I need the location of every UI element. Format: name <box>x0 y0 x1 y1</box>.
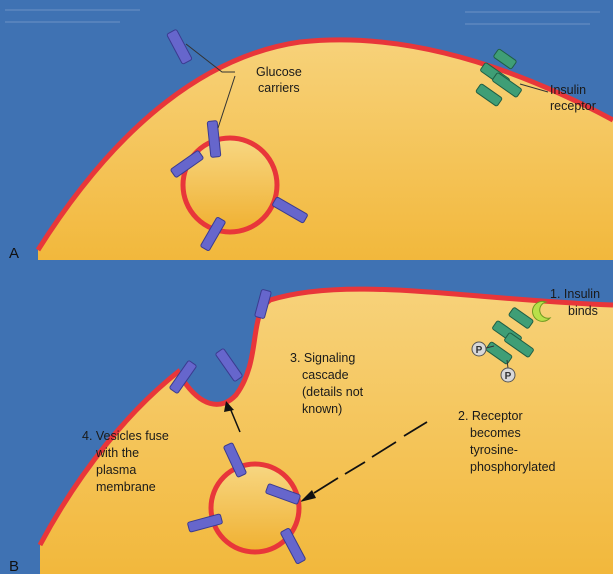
insulin-receptor <box>475 48 522 107</box>
glucose-carrier <box>166 29 193 65</box>
glucose-carrier <box>254 289 272 319</box>
phosphate-label: P <box>476 345 483 356</box>
phosphate-icon <box>500 367 516 383</box>
panel-b-label: B <box>9 558 19 574</box>
leader-line <box>217 75 236 129</box>
signaling-arrowhead <box>300 490 316 502</box>
cell-a-membrane <box>35 37 613 252</box>
step3-label: 3. Signaling cascade (details not known) <box>290 351 367 416</box>
insulin-molecule <box>532 300 552 322</box>
phosphate-label: P <box>505 371 512 382</box>
glucose-carrier <box>265 483 301 505</box>
glucose-carrier <box>272 196 308 224</box>
glucose-carriers-label: Glucose carriers <box>256 65 305 95</box>
phosphate-icon <box>471 341 487 357</box>
panel-b: P P 1. Insulin binds 2. Receptor becomes… <box>9 286 613 574</box>
insulin-receptor-bound <box>485 307 534 365</box>
panel-a-label: A <box>9 245 19 262</box>
step4-label: 4. Vesicles fuse with the plasma membran… <box>82 429 172 494</box>
glucose-carrier <box>169 360 197 394</box>
glucose-carrier <box>280 527 306 565</box>
glucose-carrier <box>187 513 223 533</box>
leader-line <box>185 43 235 73</box>
phosphate-bond <box>506 359 509 369</box>
vesicle-a <box>180 135 280 235</box>
phosphate-bond <box>485 345 495 349</box>
glucose-carrier <box>206 120 222 158</box>
fusion-arrowhead <box>224 401 234 412</box>
glucose-carrier <box>170 150 204 178</box>
panel-a: Glucose carriers Insulin receptor A <box>9 29 613 262</box>
leader-line <box>519 83 549 93</box>
insulin-receptor-label: Insulin receptor <box>550 83 596 113</box>
cell-b-membrane <box>37 286 613 547</box>
cell-a-cytoplasm <box>38 39 613 260</box>
cell-b-cytoplasm <box>40 289 613 574</box>
step2-label: 2. Receptor becomes tyrosine- phosphoryl… <box>458 409 556 474</box>
glucose-carrier <box>223 442 247 478</box>
glucose-carrier <box>215 348 243 382</box>
step1-label: 1. Insulin binds <box>550 287 604 318</box>
fusion-arrow <box>229 407 241 433</box>
glucose-carrier <box>200 217 226 251</box>
signaling-arrows <box>313 421 428 494</box>
